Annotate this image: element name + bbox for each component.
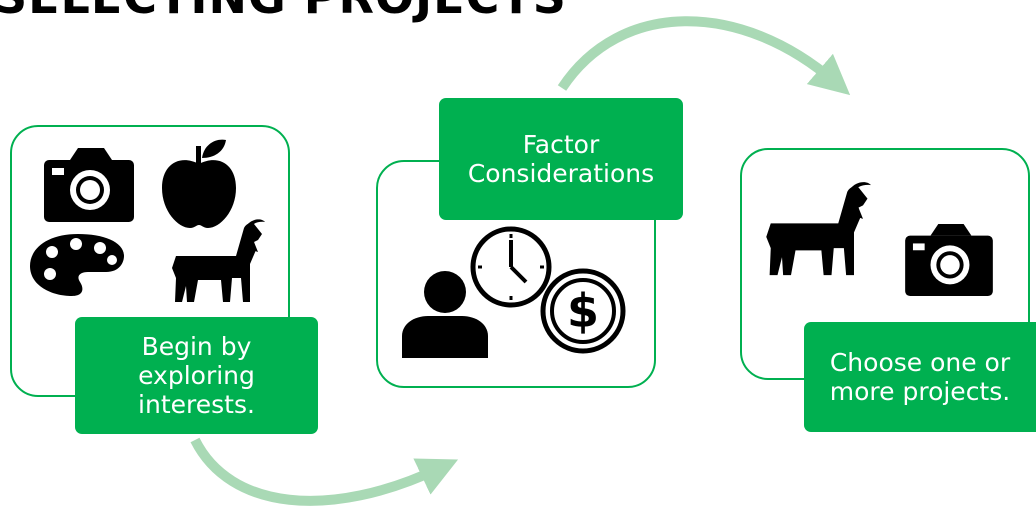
arrow-bottom	[190, 437, 459, 506]
dollar-icon: $	[540, 268, 626, 354]
step-2-label: Factor Considerations	[439, 98, 683, 220]
arrow-top	[557, 16, 851, 96]
camera-icon	[44, 148, 134, 222]
goat-icon	[766, 182, 871, 276]
person-icon	[402, 271, 488, 358]
step-3-label: Choose one or more projects.	[804, 322, 1036, 432]
page-title: SELECTING PROJECTS	[0, 0, 567, 24]
svg-text:$: $	[567, 284, 599, 338]
goat-icon	[172, 219, 265, 302]
apple-icon	[162, 139, 236, 228]
clock-icon	[470, 226, 552, 308]
step-1-label: Begin by exploring interests.	[75, 317, 318, 434]
palette-icon	[30, 234, 124, 296]
camera-icon	[905, 223, 993, 297]
